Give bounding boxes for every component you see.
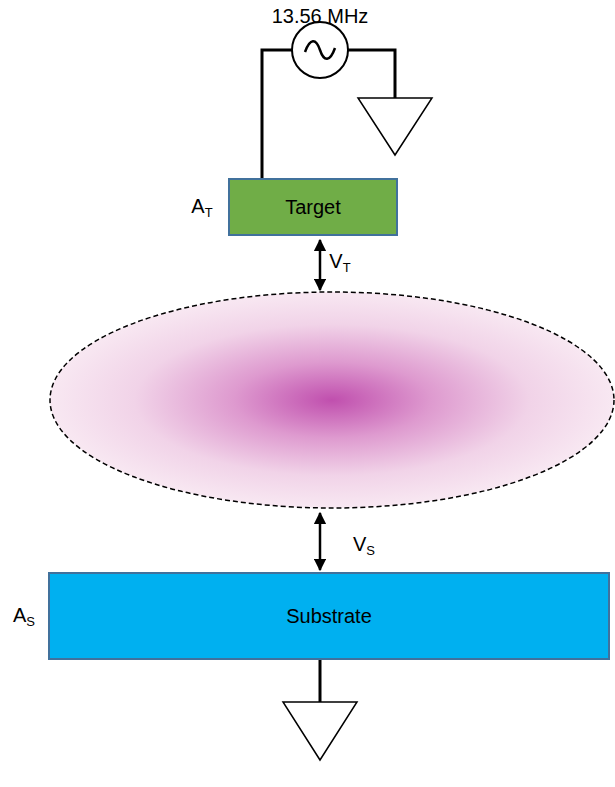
area-label: AS	[13, 604, 35, 629]
sine-symbol	[305, 41, 335, 59]
plasma-glow	[50, 292, 614, 508]
rf-wire	[262, 50, 292, 178]
substrate-box: Substrate	[48, 572, 610, 660]
area-label: AT	[191, 195, 212, 220]
sheath-voltage-arrow	[319, 240, 322, 290]
target-box: Target	[228, 178, 398, 236]
rf-source-symbol	[292, 22, 348, 78]
box-label: Substrate	[286, 605, 372, 628]
sheath-voltage-arrow	[319, 513, 322, 570]
ground-wire	[348, 50, 395, 98]
ground-symbol	[283, 702, 357, 760]
box-label: Target	[285, 196, 341, 219]
frequency-label: 13.56 MHz	[272, 5, 369, 28]
ground-symbol	[358, 98, 432, 155]
voltage-label: VS	[353, 533, 375, 558]
ground-wire	[319, 660, 322, 702]
voltage-label: VT	[329, 250, 350, 275]
